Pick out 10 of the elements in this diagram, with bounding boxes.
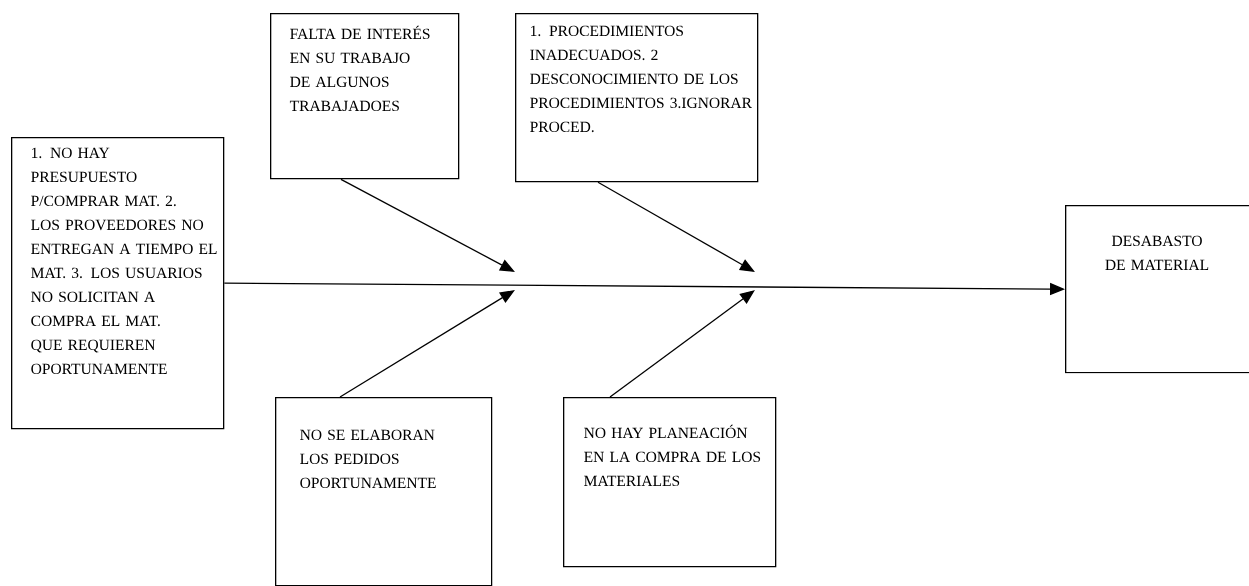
arrow <box>339 290 515 398</box>
arrow <box>340 178 515 272</box>
cause-box: 1. PROCEDIMIENTOS INADECUADOS. 2 DESCONOCIMIENTO DE LOS PROCEDIMIENTOS 3.IGNORAR PROCED. <box>515 13 759 183</box>
cause-box: DESABASTO DE MATERIAL <box>1065 205 1249 374</box>
cause-box: 1. NO HAY PRESUPUESTO P/COMPRAR MAT. 2. LOS PROVEEDORES NO ENTREGAN A TIEMPO EL MAT. 3. LOS USUARIOS NO SOLICITAN A COMPRA EL MAT. QUE REQUIEREN OPORTUNAMENTE <box>11 137 225 430</box>
cause-box: FALTA DE INTERÉS EN SU TRABAJO DE ALGUNOS TRABAJADOES <box>270 13 460 180</box>
arrow <box>609 290 755 398</box>
cause-box: NO SE ELABORAN LOS PEDIDOS OPORTUNAMENTE <box>275 397 493 586</box>
arrow <box>597 181 755 272</box>
cause-box: NO HAY PLANEACIÓN EN LA COMPRA DE LOS MATERIALES <box>563 397 777 568</box>
